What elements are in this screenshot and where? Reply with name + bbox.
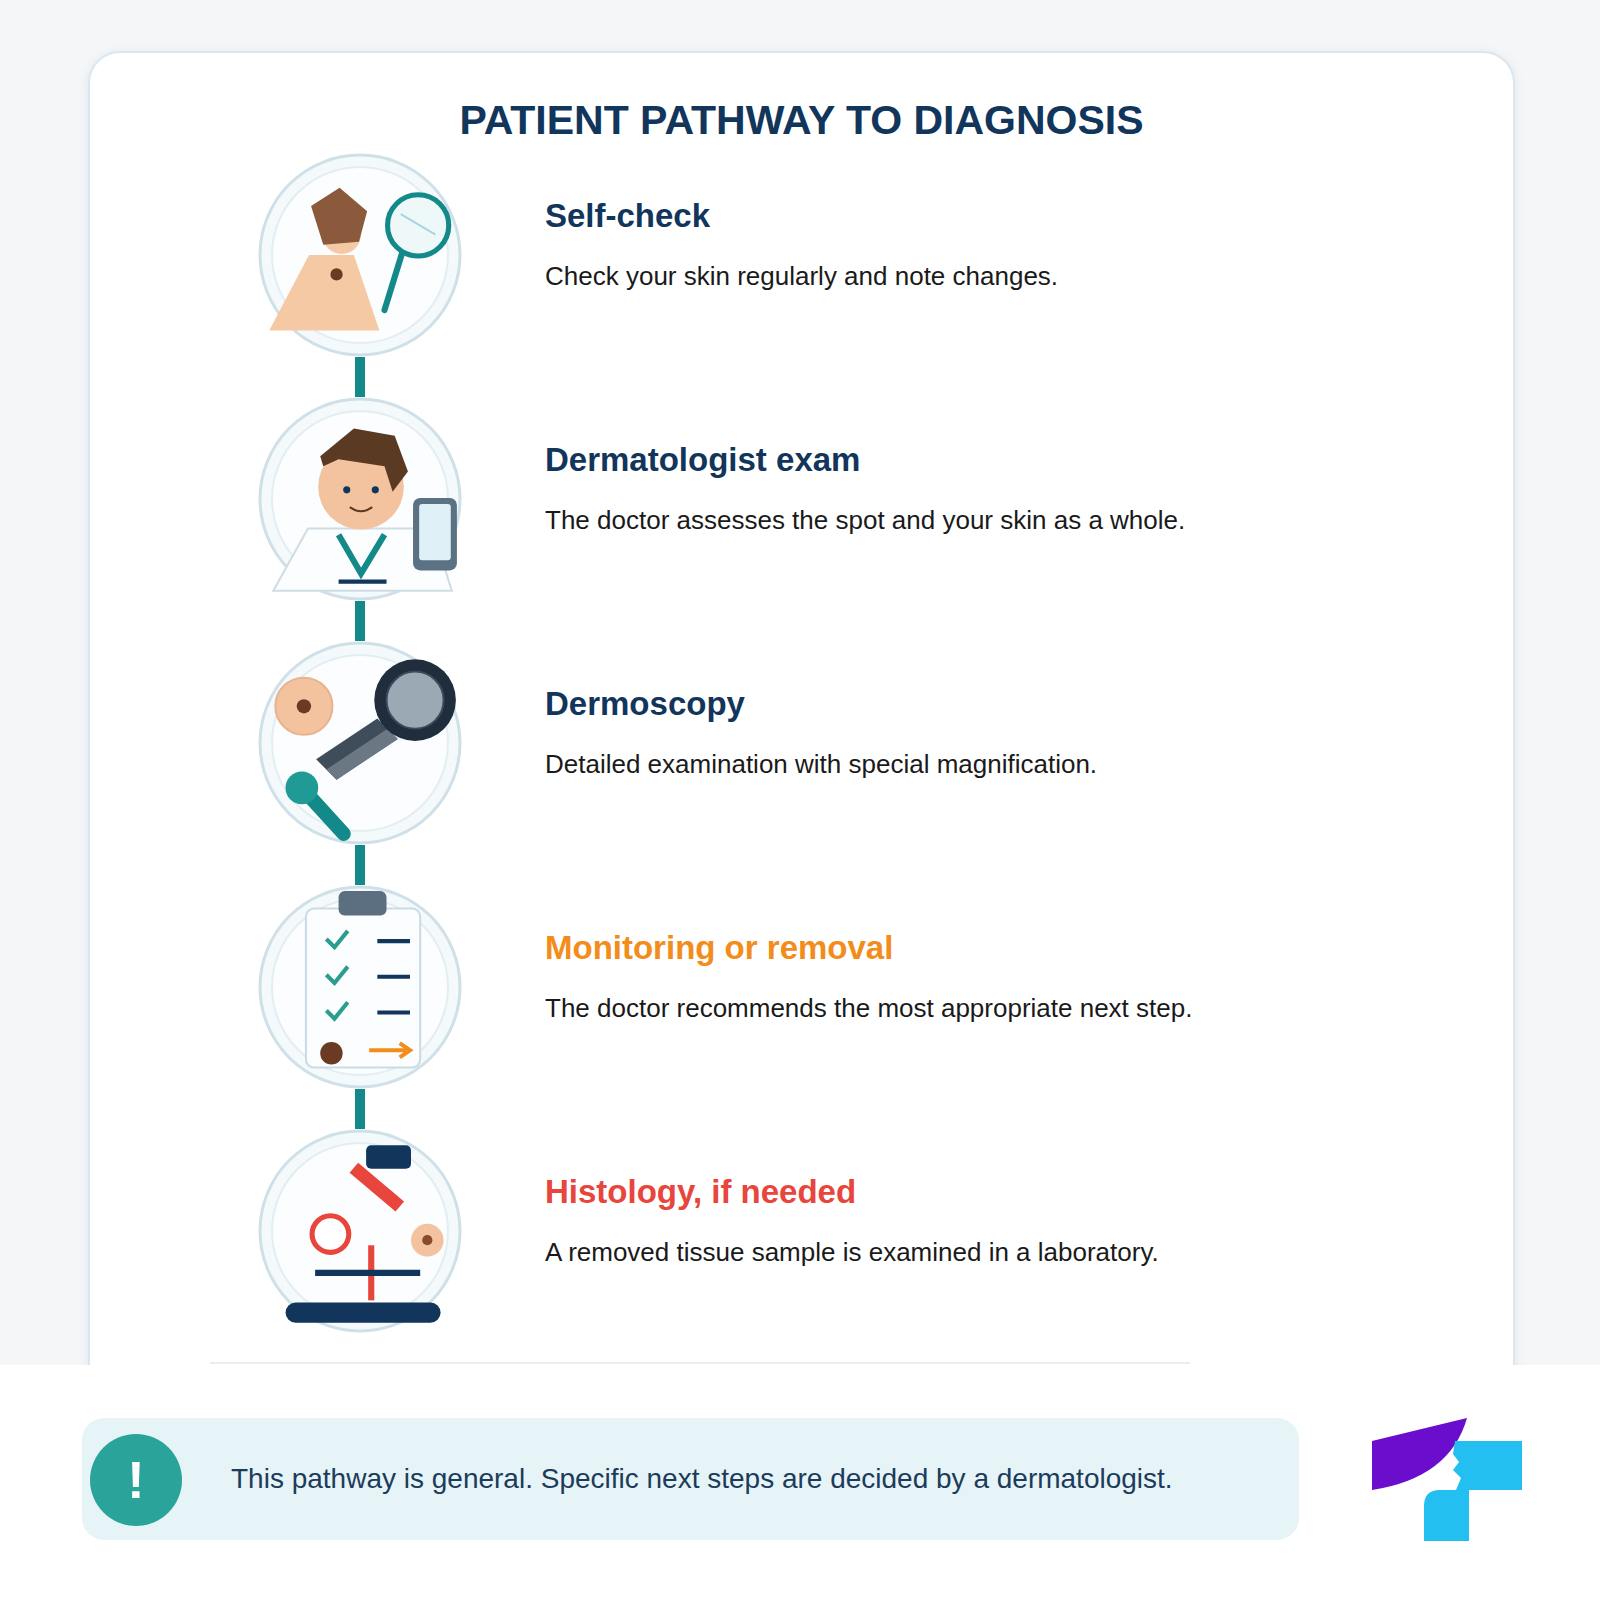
outer-ring <box>260 399 460 599</box>
step-heading: Self-check <box>545 196 1445 236</box>
diagram-title: PATIENT PATHWAY TO DIAGNOSIS <box>88 94 1515 146</box>
step-circle: DermoscopyDetailed examination with spec… <box>258 641 462 845</box>
step-heading: Histology, if needed <box>545 1172 1445 1212</box>
step-description: Check your skin regularly and note chang… <box>545 260 1445 292</box>
outer-ring <box>260 1131 460 1331</box>
step-description: Detailed examination with special magnif… <box>545 748 1445 780</box>
circle-outline <box>258 1129 462 1333</box>
step-circle: Self-checkCheck your skin regularly and … <box>258 153 462 357</box>
note-band: This pathway is general. Specific next s… <box>82 1418 1299 1540</box>
step-description: The doctor assesses the spot and your sk… <box>545 504 1445 536</box>
step-heading: Dermoscopy <box>545 684 1445 724</box>
doctor-icon <box>273 429 457 591</box>
footer-shadow-line <box>210 1362 1190 1364</box>
clipboard-icon <box>306 891 420 1067</box>
step-heading: Monitoring or removal <box>545 928 1445 968</box>
step-description: The doctor recommends the most appropria… <box>545 992 1445 1024</box>
inner-ring <box>272 167 448 343</box>
step-heading: Dermatologist exam <box>545 440 1445 480</box>
note-text-wrap: This pathway is general. Specific next s… <box>231 1418 1279 1540</box>
outer-ring <box>260 887 460 1087</box>
step-circle: Histology, if neededA removed tissue sam… <box>258 1129 462 1333</box>
outer-ring <box>260 155 460 355</box>
step-connector <box>355 1089 365 1129</box>
alert-mark: ! <box>90 1434 182 1526</box>
step-connector <box>355 357 365 397</box>
outer-ring <box>260 643 460 843</box>
step-circle: Dermatologist examThe doctor assesses th… <box>258 397 462 601</box>
step-circle: Monitoring or removalThe doctor recommen… <box>258 885 462 1089</box>
circle-outline <box>258 153 462 357</box>
step-connector <box>355 601 365 641</box>
microscope-icon <box>286 1145 444 1322</box>
logo <box>1372 1418 1522 1541</box>
self-check-icon <box>269 188 449 331</box>
circle-outline <box>258 885 462 1089</box>
step-connector <box>355 845 365 885</box>
dermoscopy-icon <box>275 659 456 833</box>
inner-ring <box>272 1143 448 1319</box>
step-description: A removed tissue sample is examined in a… <box>545 1236 1445 1268</box>
inner-ring <box>272 411 448 587</box>
circle-outline <box>258 397 462 601</box>
alert-circle <box>90 1434 182 1526</box>
circle-outline <box>258 641 462 845</box>
note-text: This pathway is general. Specific next s… <box>231 1461 1279 1497</box>
inner-ring <box>272 655 448 831</box>
inner-ring <box>272 899 448 1075</box>
